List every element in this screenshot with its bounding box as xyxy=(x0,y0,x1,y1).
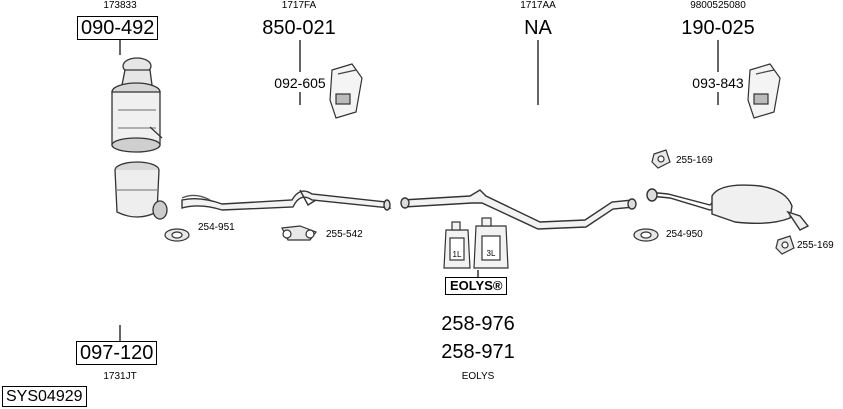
rear-muffler xyxy=(646,184,810,231)
clamp-255-542-label[interactable]: 255-542 xyxy=(326,229,363,240)
front-pipe-oe-number: 1717FA xyxy=(281,0,317,11)
dpf-unit xyxy=(114,161,168,220)
front-pipe xyxy=(181,189,392,211)
rubber-255-169-rear-label[interactable]: 255-169 xyxy=(797,240,834,251)
dpf-oe-number: 1731JT xyxy=(103,371,137,382)
clamp-254-951-label[interactable]: 254-951 xyxy=(198,222,235,233)
eolys-part-code-a[interactable]: 258-976 xyxy=(441,313,515,335)
mid-pipe xyxy=(400,189,637,230)
eolys-brand-box: EOLYS® xyxy=(445,277,508,295)
clamp-254-950-icon xyxy=(633,228,659,242)
front-mount-bracket xyxy=(329,63,363,119)
eolys-bottles xyxy=(443,217,509,269)
bottle-1l-label: 1L xyxy=(452,250,462,259)
rear-oe-number: 9800525080 xyxy=(690,0,746,11)
dpf-part-code[interactable]: 097-120 xyxy=(76,341,158,365)
rear-part-code[interactable]: 190-025 xyxy=(681,17,755,39)
rubber-255-169-rear-icon xyxy=(775,235,795,255)
front-mount-part-code[interactable]: 092-605 xyxy=(274,75,326,91)
system-id-badge: SYS04929 xyxy=(2,386,87,407)
rear-mount-part-code[interactable]: 093-843 xyxy=(692,75,744,91)
catalytic-converter xyxy=(111,57,163,153)
mid-pipe-part-code[interactable]: NA xyxy=(524,17,552,39)
rubber-255-169-icon xyxy=(651,149,671,169)
cat-oe-number: 173833 xyxy=(103,0,137,11)
cat-part-code[interactable]: 090-492 xyxy=(77,16,159,40)
mid-pipe-oe-number: 1717AA xyxy=(520,0,556,11)
eolys-name: EOLYS xyxy=(461,371,495,382)
front-pipe-part-code[interactable]: 850-021 xyxy=(262,17,336,39)
clamp-254-950-label[interactable]: 254-950 xyxy=(666,229,703,240)
clamp-254-951-icon xyxy=(164,228,190,242)
rear-mount-bracket xyxy=(747,63,781,119)
clamp-255-542-icon xyxy=(281,225,317,241)
bottle-3l-label: 3L xyxy=(486,249,496,258)
eolys-part-code-b[interactable]: 258-971 xyxy=(441,341,515,363)
rubber-255-169-label[interactable]: 255-169 xyxy=(676,155,713,166)
